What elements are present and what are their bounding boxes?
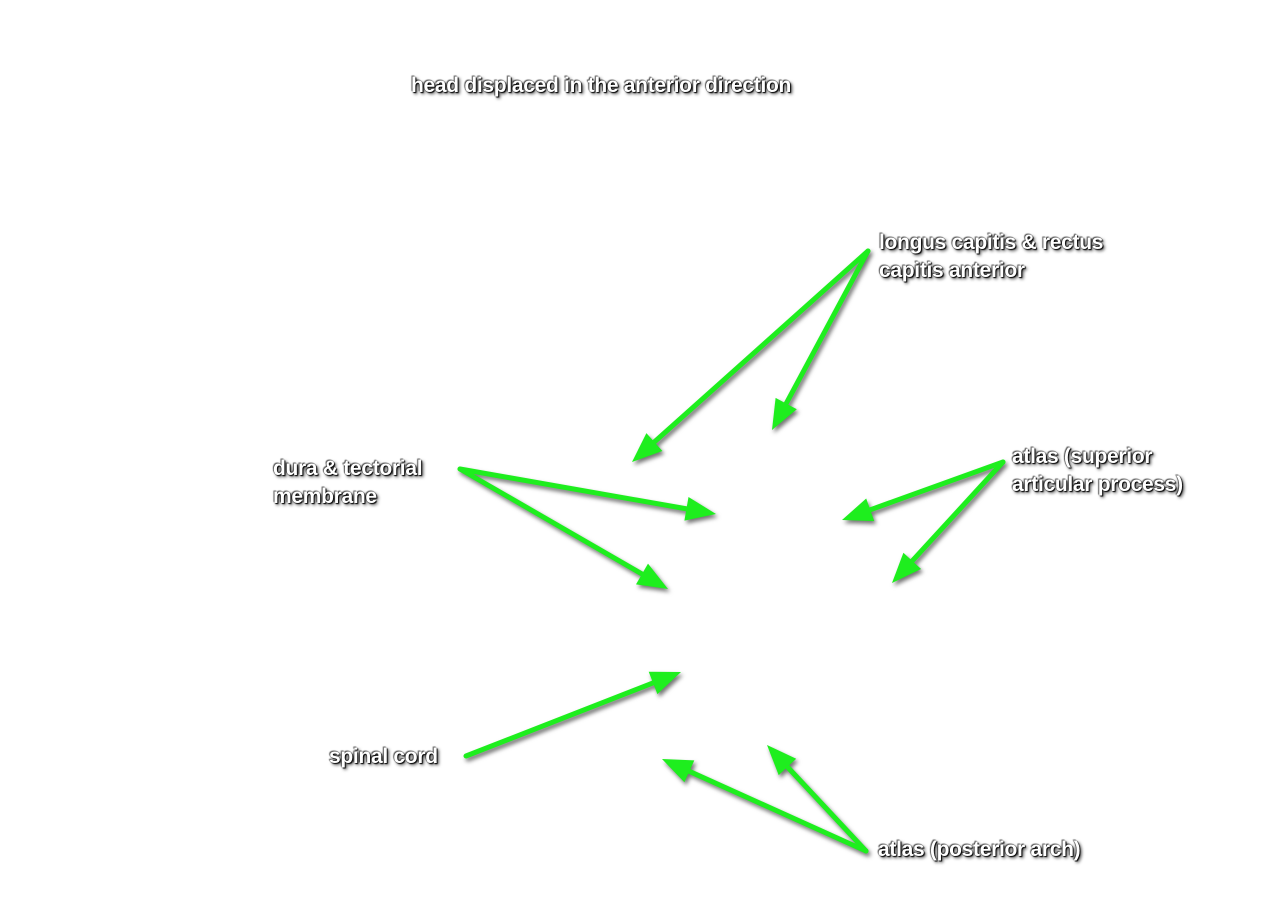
label-atlas-superior-line-1: atlas (superior bbox=[1012, 445, 1153, 468]
label-longus-capitis: longus capitis & rectus capitis anterior bbox=[879, 229, 1103, 285]
label-atlas-superior-line-2: articular process) bbox=[1012, 473, 1183, 496]
label-dura-tectorial-line-1: dura & tectorial bbox=[273, 457, 423, 480]
arrow-dura-2-head bbox=[636, 563, 668, 589]
arrow-atlas-superior-1 bbox=[842, 459, 1006, 522]
arrow-longus-2 bbox=[772, 248, 871, 430]
arrow-longus-2-shaft bbox=[781, 248, 871, 410]
label-atlas-posterior: atlas (posterior arch) bbox=[878, 838, 1081, 861]
arrow-atlas-posterior-2-shaft bbox=[782, 761, 869, 854]
arrow-dura-2-shaft bbox=[457, 466, 648, 579]
arrow-spinal-cord-head bbox=[648, 671, 681, 695]
arrow-atlas-superior-2 bbox=[892, 459, 1006, 583]
arrow-atlas-posterior-2 bbox=[767, 745, 869, 854]
arrow-dura-1-shaft bbox=[457, 466, 693, 512]
arrow-atlas-superior-2-shaft bbox=[907, 459, 1006, 567]
arrow-dura-2 bbox=[457, 466, 668, 589]
arrow-longus-1-shaft bbox=[648, 248, 871, 448]
label-longus-capitis-line-1: longus capitis & rectus bbox=[879, 231, 1104, 254]
arrow-dura-1-head bbox=[684, 497, 716, 521]
label-dura-tectorial: dura & tectorial membrane bbox=[273, 455, 423, 511]
arrow-spinal-cord bbox=[463, 671, 681, 759]
arrow-atlas-posterior-1 bbox=[662, 759, 869, 854]
arrow-atlas-superior-1-head bbox=[842, 498, 875, 522]
label-dura-tectorial-line-2: membrane bbox=[273, 485, 377, 508]
arrow-longus-1-head bbox=[632, 433, 663, 462]
arrow-dura-1 bbox=[457, 466, 716, 521]
label-longus-capitis-line-2: capitis anterior bbox=[879, 259, 1025, 282]
label-spinal-cord: spinal cord bbox=[329, 745, 438, 768]
arrow-longus-2-head bbox=[772, 397, 797, 430]
arrow-spinal-cord-shaft bbox=[463, 678, 660, 759]
arrow-atlas-posterior-1-shaft bbox=[683, 767, 869, 854]
diagram-title: head displaced in the anterior direction bbox=[411, 74, 792, 97]
arrow-atlas-posterior-2-head bbox=[767, 745, 797, 776]
arrow-atlas-posterior-1-head bbox=[662, 759, 695, 783]
label-atlas-superior: atlas (superior articular process) bbox=[1012, 443, 1183, 499]
arrow-atlas-superior-2-head bbox=[892, 552, 922, 583]
arrow-longus-1 bbox=[632, 248, 871, 462]
arrow-atlas-superior-1-shaft bbox=[863, 459, 1006, 514]
